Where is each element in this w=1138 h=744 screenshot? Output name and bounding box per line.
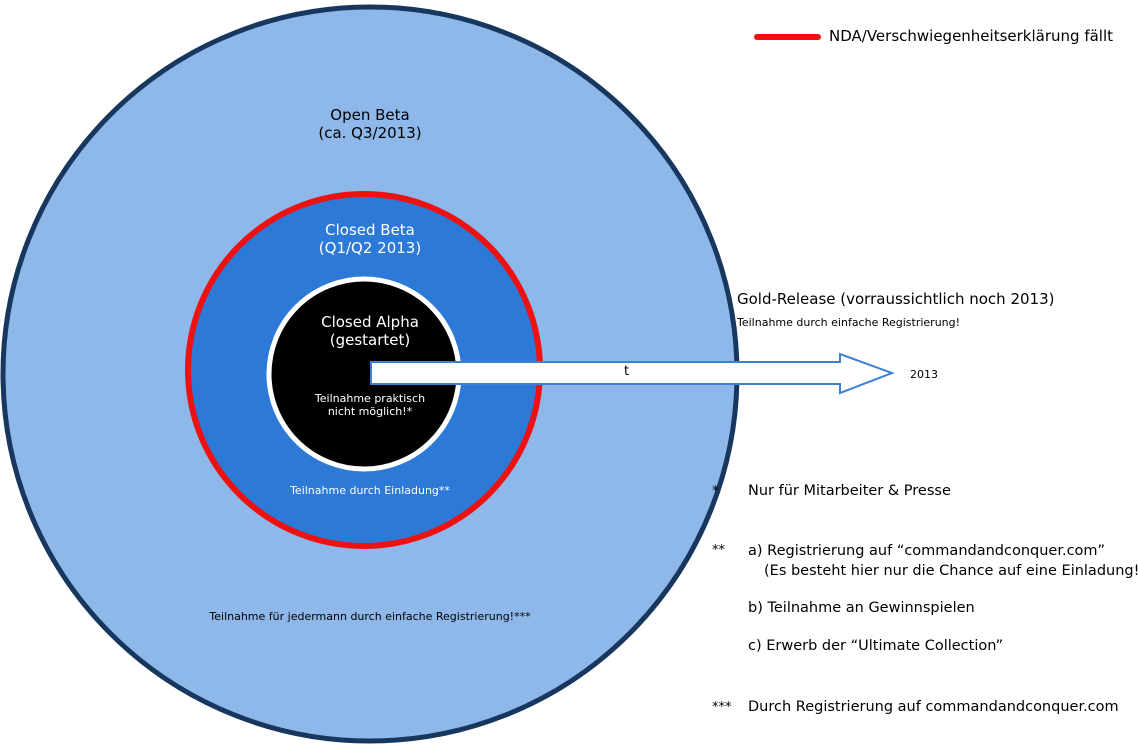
footnote-3-marker: *** — [712, 700, 732, 715]
closed-alpha-title: Closed Alpha (gestartet) — [280, 313, 460, 349]
closed-alpha-participation-line2: nicht möglich!* — [327, 405, 413, 419]
closed-alpha-participation-line1: Teilnahme praktisch — [314, 392, 426, 405]
timeline-year: 2013 — [910, 368, 938, 381]
footnote-2c: c) Erwerb der “Ultimate Collection” — [748, 638, 1004, 654]
footnote-2-marker: ** — [712, 543, 725, 558]
footnote-2a-line1: a) Registrierung auf “commandandconquer.… — [748, 543, 1106, 559]
timeline-axis-label: t — [624, 364, 630, 379]
closed-alpha-participation: Teilnahme praktisch nicht möglich!* — [280, 392, 460, 418]
footnote-2b: b) Teilnahme an Gewinnspielen — [748, 600, 975, 616]
footnote-1-text: Nur für Mitarbeiter & Presse — [748, 483, 951, 499]
closed-alpha-status: (gestartet) — [329, 331, 411, 349]
open-beta-name: Open Beta — [330, 106, 410, 124]
closed-beta-participation: Teilnahme durch Einladung** — [290, 484, 450, 497]
gold-release-title: Gold-Release (vorraussichtlich noch 2013… — [737, 290, 1055, 308]
open-beta-title: Open Beta (ca. Q3/2013) — [250, 106, 490, 142]
open-beta-date: (ca. Q3/2013) — [318, 124, 422, 142]
footnote-3-text: Durch Registrierung auf commandandconque… — [748, 699, 1119, 715]
open-beta-participation: Teilnahme für jedermann durch einfache R… — [209, 610, 531, 623]
timeline-arrow — [370, 352, 895, 395]
footnote-2a-line2: (Es besteht hier nur die Chance auf eine… — [764, 563, 1138, 579]
closed-beta-date: (Q1/Q2 2013) — [318, 239, 422, 257]
closed-alpha-name: Closed Alpha — [321, 313, 419, 331]
closed-beta-title: Closed Beta (Q1/Q2 2013) — [250, 221, 490, 257]
closed-beta-name: Closed Beta — [325, 221, 415, 239]
gold-release-participation: Teilnahme durch einfache Registrierung! — [737, 316, 961, 329]
footnote-1-marker: * — [712, 484, 719, 499]
legend-label: NDA/Verschwiegenheitserklärung fällt — [829, 27, 1114, 45]
